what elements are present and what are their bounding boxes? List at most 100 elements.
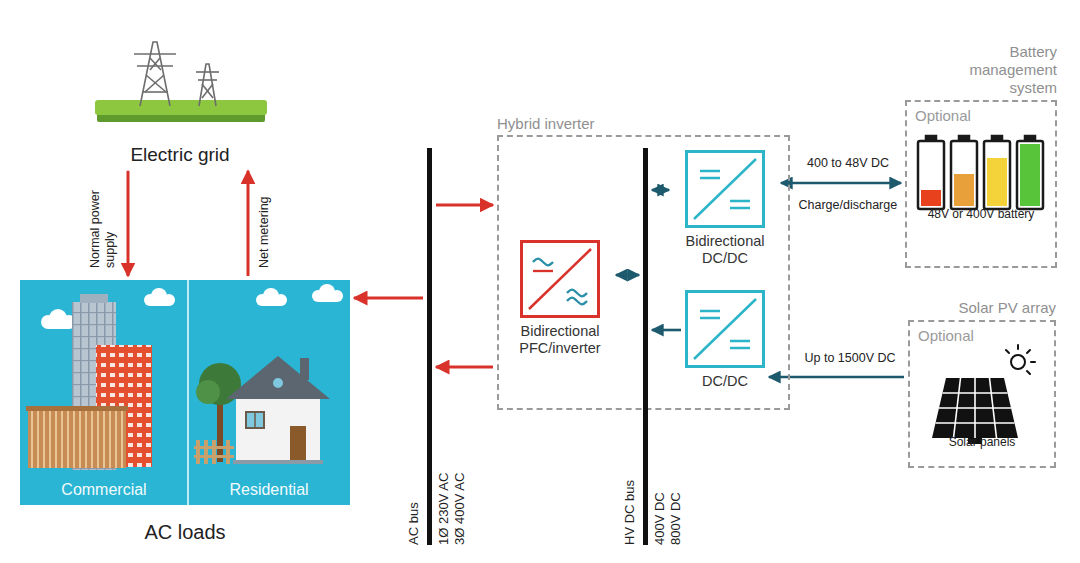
solar-grid-line <box>974 378 976 438</box>
solar-panel-icon-part-part <box>1006 350 1009 353</box>
grid-illustration-part <box>95 100 267 115</box>
converter-box: DC/DC <box>685 290 765 390</box>
residential-house-part <box>290 426 306 462</box>
battery-icons-part <box>987 158 1007 206</box>
grid-illustration-part-part <box>140 42 170 106</box>
ac-loads-panel-part <box>187 280 189 505</box>
solar-panel-icon-part <box>1011 355 1025 369</box>
solar-label: Solar panels <box>918 435 1046 449</box>
solar-group: Solar PV arrayOptionalSolar panels <box>908 320 1056 468</box>
grid-illustration-part <box>134 42 219 106</box>
grid-illustration-part-part <box>146 75 166 92</box>
solar-panel-icon-part-part <box>1017 345 1019 349</box>
section-label: Residential <box>229 481 308 499</box>
clouds-part-part <box>48 322 69 329</box>
battery-icons-part <box>921 190 941 206</box>
residential-house <box>194 356 330 464</box>
battery-icons-part <box>918 141 944 209</box>
grid-illustration <box>95 42 267 122</box>
commercial-buildings <box>26 294 152 470</box>
residential-house-part <box>226 356 330 399</box>
residential-house-part <box>272 377 284 389</box>
commercial-buildings-part <box>28 410 126 468</box>
grid-node: Electric grid <box>88 28 272 167</box>
clouds-part-part <box>262 300 281 306</box>
ac-loads-panel <box>20 280 350 505</box>
grid-title: Electric grid <box>88 144 272 167</box>
battery-icons <box>918 136 1043 209</box>
solar-panel-icon-part <box>932 378 1018 438</box>
power-flow-arrow <box>436 366 493 369</box>
grid-illustration-part-part <box>202 84 213 98</box>
grid-illustration-part-part <box>198 79 217 81</box>
bus-name: AC bus <box>406 502 421 545</box>
solar-panel-icon-part <box>936 378 1015 438</box>
solar-panel-icon-part-part <box>1031 361 1035 363</box>
load-section: Residential <box>188 280 350 505</box>
ac-loads-panel-part <box>20 280 350 505</box>
panel-title: AC loads <box>20 521 350 544</box>
dc-link-arrow <box>781 182 901 185</box>
converter-square <box>685 290 765 368</box>
optional-note: Optional <box>918 327 1046 345</box>
residential-house-part <box>254 412 256 428</box>
bus-voltage: 800V DC <box>668 492 683 545</box>
converter-square <box>685 150 765 228</box>
residential-house-part-part <box>226 440 230 464</box>
converter-label: DC/DC <box>702 373 748 390</box>
edge-label: Normal power supply <box>88 190 118 268</box>
clouds-part <box>41 309 76 329</box>
solar-grid-line <box>990 378 997 438</box>
converter-box: Bidirectional DC/DC <box>673 150 777 268</box>
solar-panel-icon-part-part <box>1027 350 1030 353</box>
bus-voltage: 1Ø 230V AC <box>436 473 451 545</box>
clouds-part-part <box>318 296 337 302</box>
converter-label: Bidirectional PFC/inverter <box>508 323 612 358</box>
converter-label: Bidirectional DC/DC <box>673 233 777 268</box>
residential-house-part <box>196 380 220 404</box>
residential-house-part-part <box>212 440 216 464</box>
grid-illustration-part-part <box>134 53 176 55</box>
residential-house-part-part <box>194 455 234 458</box>
solar-panel-icon-part-part <box>1027 371 1030 374</box>
group-heading: Hybrid inverter <box>497 115 595 132</box>
battery-label: 48V or 400V battery <box>915 207 1047 221</box>
residential-house-part <box>233 460 323 464</box>
solar-panel-icon <box>932 345 1035 444</box>
battery-group: Battery management systemOptional48V or … <box>905 100 1057 268</box>
bus-name: HV DC bus <box>622 480 637 545</box>
converter-symbol <box>688 153 762 225</box>
commercial-buildings-part <box>80 294 108 303</box>
solar-grid-line <box>954 378 961 438</box>
clouds-part <box>312 284 343 302</box>
edge-label: 400 to 48V DC <box>807 156 889 171</box>
residential-house-part-part <box>196 440 200 464</box>
loads-panel: AC loadsCommercialResidential <box>20 280 350 505</box>
edge-label: Net metering <box>257 190 272 268</box>
power-flow-arrow <box>354 297 423 300</box>
hv-dc-bus-bar: HV DC bus400V DC800V DC <box>643 148 648 545</box>
converter-box: Bidirectional PFC/inverter <box>508 240 612 358</box>
residential-house-part <box>246 412 264 428</box>
battery-icons-part <box>1017 141 1043 209</box>
power-flow-arrow <box>127 171 130 276</box>
clouds-part <box>256 288 287 306</box>
bus-voltage: 400V DC <box>652 492 667 545</box>
battery-icons-part <box>1020 144 1040 206</box>
residential-house-part <box>217 398 223 462</box>
edge-label: Up to 1500V DC <box>805 351 896 366</box>
grid-illustration-part-part <box>143 91 168 93</box>
section-label: Commercial <box>61 481 146 499</box>
solar-panel-icon-part <box>1006 345 1035 374</box>
grid-illustration-part-part <box>150 58 161 70</box>
battery-icons-part <box>951 141 977 209</box>
grid-illustration-part-part <box>137 65 173 67</box>
converter-square <box>520 240 600 318</box>
bus-voltage: 3Ø 400V AC <box>452 473 467 545</box>
optional-note: Optional <box>915 107 1047 125</box>
group-heading: Battery management system <box>921 43 1057 97</box>
load-section: Commercial <box>20 280 188 505</box>
power-flow-arrow <box>436 204 493 207</box>
grid-illustration-part-part <box>202 84 213 98</box>
